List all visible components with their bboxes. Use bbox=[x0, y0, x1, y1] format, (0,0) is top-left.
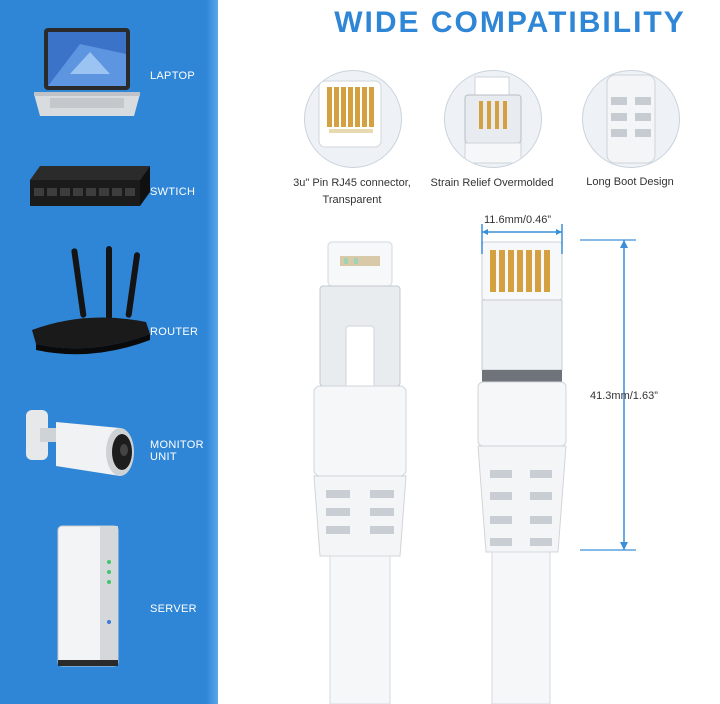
feature-caption-pins: 3u" Pin RJ45 connector, Transparent bbox=[282, 175, 422, 209]
feature-circle-strain-relief bbox=[444, 70, 542, 168]
feature-caption-strain-relief: Strain Relief Overmolded bbox=[430, 177, 554, 189]
device-label-switch: SWTICH bbox=[150, 186, 196, 198]
laptop-icon bbox=[34, 28, 140, 116]
long-boot-icon bbox=[606, 74, 656, 164]
camera-icon bbox=[26, 410, 134, 476]
dimension-lines bbox=[481, 224, 636, 551]
feature-caption-line2: Transparent bbox=[322, 194, 382, 206]
device-label-server: SERVER bbox=[150, 603, 197, 615]
feature-circle-pins bbox=[304, 70, 402, 168]
network-switch-icon bbox=[30, 166, 150, 206]
rj45-pins-icon bbox=[318, 80, 382, 148]
device-label-laptop: LAPTOP bbox=[150, 70, 196, 82]
router-icon bbox=[32, 246, 150, 355]
length-dimension-label: 41.3mm/1.63” bbox=[590, 390, 658, 402]
server-icon bbox=[57, 525, 119, 667]
connector-front-illustration bbox=[313, 241, 407, 704]
connector-side-illustration bbox=[477, 241, 567, 704]
feature-caption-line1: 3u" Pin RJ45 connector, bbox=[293, 177, 411, 189]
device-sidebar: LAPTOP SWTICH ROUTER MONITOR UNIT bbox=[0, 0, 218, 704]
feature-circle-long-boot bbox=[582, 70, 680, 168]
feature-caption-long-boot: Long Boot Design bbox=[586, 176, 674, 188]
device-label-router: ROUTER bbox=[150, 326, 199, 338]
width-dimension-label: 11.6mm/0.46” bbox=[484, 214, 552, 226]
page-title: WIDE COMPATIBILITY bbox=[334, 6, 686, 39]
device-label-monitor-unit: MONITOR UNIT bbox=[150, 439, 204, 463]
strain-relief-icon bbox=[464, 76, 522, 164]
sidebar-edge bbox=[206, 0, 218, 704]
